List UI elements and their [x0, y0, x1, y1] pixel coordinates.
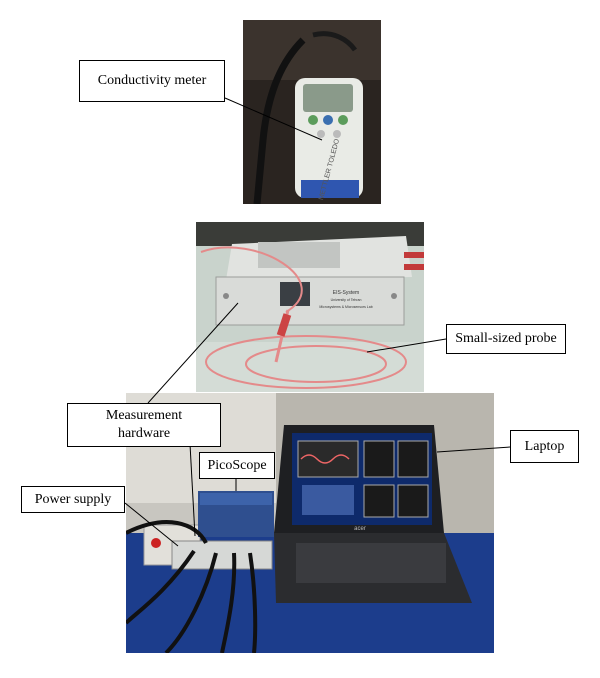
conductivity-meter-photo: METTLER TOLEDO	[243, 20, 381, 204]
laptop-brand-text: acer	[354, 526, 366, 532]
eis-sub2-text: Microsystems & Microsensors Lab	[319, 305, 372, 309]
label-measurement-hardware: Measurement hardware	[67, 403, 221, 447]
label-laptop: Laptop	[510, 430, 579, 463]
label-picoscope: PicoScope	[199, 452, 275, 479]
eis-title-text: EIS-System	[333, 290, 359, 296]
eis-system-photo: EIS-System University of Tehran Microsys…	[196, 222, 424, 392]
bench-setup-photo: acer	[126, 393, 494, 653]
label-small-sized-probe: Small-sized probe	[446, 324, 566, 354]
label-power-supply: Power supply	[21, 486, 125, 513]
eis-sub1-text: University of Tehran	[331, 298, 362, 302]
label-conductivity-meter: Conductivity meter	[79, 60, 225, 102]
